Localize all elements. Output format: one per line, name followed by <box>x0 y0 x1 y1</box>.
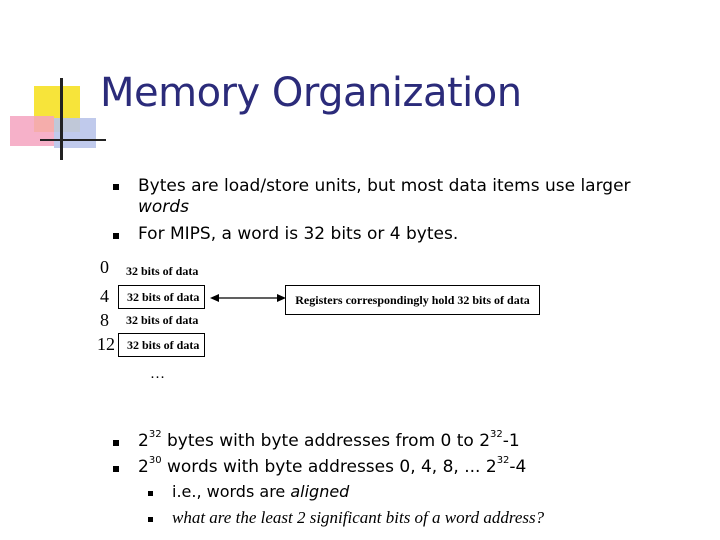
title-decoration-red <box>10 116 54 146</box>
title-decoration-vertical-line <box>60 78 63 160</box>
memory-ellipsis: … <box>150 366 165 383</box>
sub-bullet-text-2: what are the least 2 significant bits of… <box>172 508 544 528</box>
address-label: 4 <box>69 286 109 307</box>
slide-title: Memory Organization <box>100 70 522 116</box>
bullet-marker <box>113 184 119 190</box>
bullet-marker <box>113 466 119 472</box>
bullet-marker <box>113 440 119 446</box>
double-arrow <box>210 290 286 306</box>
memory-cell-boxed: 32 bits of data <box>118 333 205 357</box>
bullet-text-3: 232 bytes with byte addresses from 0 to … <box>138 431 520 451</box>
bullet-text-4: 230 words with byte addresses 0, 4, 8, .… <box>138 457 526 477</box>
sub-bullet-marker <box>148 517 153 522</box>
register-note-box: Registers correspondingly hold 32 bits o… <box>285 285 540 315</box>
bullet-text-1: Bytes are load/store units, but most dat… <box>138 176 631 196</box>
address-label: 12 <box>75 334 115 355</box>
memory-cell-unboxed: 32 bits of data <box>118 309 205 333</box>
title-decoration-horizontal-line <box>40 139 106 141</box>
bullet-text-2: For MIPS, a word is 32 bits or 4 bytes. <box>138 224 458 244</box>
bullet-text-1-continued: words <box>138 197 189 217</box>
sub-bullet-marker <box>148 491 153 496</box>
address-label: 8 <box>69 310 109 331</box>
address-label: 0 <box>69 257 109 278</box>
sub-bullet-text-1: i.e., words are aligned <box>172 482 349 501</box>
memory-cell-unboxed: 32 bits of data <box>118 260 205 284</box>
memory-cell-boxed: 32 bits of data <box>118 285 205 309</box>
bullet-marker <box>113 233 119 239</box>
